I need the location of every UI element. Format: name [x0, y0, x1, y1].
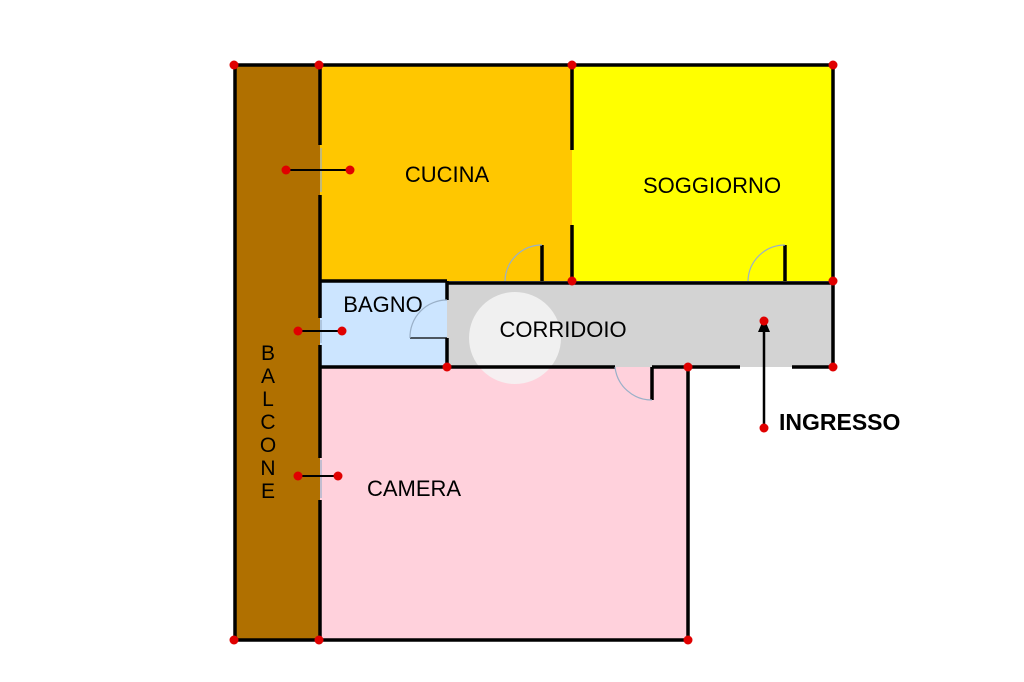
point[interactable] — [828, 362, 838, 372]
point[interactable] — [337, 326, 347, 336]
vertex-points — [229, 60, 838, 645]
point[interactable] — [314, 635, 324, 645]
point[interactable] — [828, 60, 838, 70]
corridoio-label: CORRIDOIO — [499, 317, 626, 342]
soggiorno-label: SOGGIORNO — [643, 173, 781, 198]
walls — [233, 63, 835, 642]
point[interactable] — [567, 276, 577, 286]
cucina-label: CUCINA — [405, 162, 490, 187]
point[interactable] — [293, 471, 303, 481]
camera-label: CAMERA — [367, 476, 461, 501]
point[interactable] — [281, 165, 291, 175]
balcone-letter: O — [260, 434, 276, 457]
point[interactable] — [828, 276, 838, 286]
point[interactable] — [683, 362, 693, 372]
camera-area[interactable] — [320, 367, 688, 640]
point[interactable] — [229, 635, 239, 645]
point[interactable] — [345, 165, 355, 175]
balcone-area[interactable] — [235, 65, 320, 640]
selection-highlight — [469, 292, 561, 384]
point[interactable] — [333, 471, 343, 481]
point[interactable] — [759, 316, 769, 326]
bagno-label: BAGNO — [343, 292, 422, 317]
cucina-area[interactable] — [320, 65, 572, 281]
balcone-letter: C — [260, 411, 275, 434]
point[interactable] — [229, 60, 239, 70]
balcone-letter: L — [262, 388, 274, 411]
point[interactable] — [759, 423, 769, 433]
balcone-label: B A L C O N E — [260, 342, 276, 503]
balcone-letter: A — [261, 365, 275, 388]
balcone-letter: B — [261, 342, 275, 365]
point[interactable] — [683, 635, 693, 645]
point[interactable] — [293, 326, 303, 336]
window-links — [286, 169, 350, 477]
ingresso-label: INGRESSO — [779, 409, 900, 435]
bagno-area[interactable] — [320, 281, 447, 367]
point[interactable] — [314, 60, 324, 70]
soggiorno-area[interactable] — [572, 65, 833, 281]
point[interactable] — [567, 60, 577, 70]
balcone-letter: N — [260, 457, 275, 480]
point[interactable] — [442, 362, 452, 372]
balcone-letter: E — [261, 480, 275, 503]
